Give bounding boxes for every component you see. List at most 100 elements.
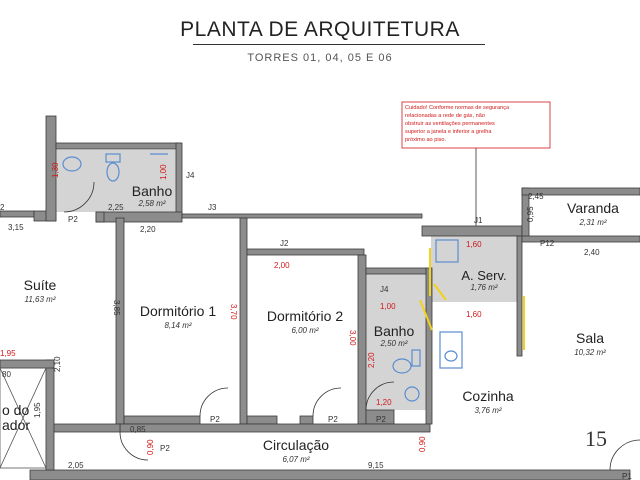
doors [63, 181, 640, 471]
door-arc [365, 381, 395, 411]
element-codes: P2 P2 P2 P2 P2 P12 P1 J1 J2 J3 J4 J4 2 [0, 171, 632, 480]
wall [115, 217, 125, 425]
room-name-varanda: Varanda [567, 200, 619, 216]
dimensions: 3,15 2,25 2,20 3,85 0,85 2,05 9,15 2,45 … [2, 192, 600, 470]
dimension-label: 2,45 [528, 192, 544, 201]
code-label: 2 [0, 203, 5, 212]
door-arc [312, 387, 342, 417]
title-underline [193, 44, 485, 45]
warning-line: relacionadas a rede de gás, não [405, 113, 485, 119]
warning-line: Cuidado! Conforme normas de segurança [405, 105, 510, 111]
sink-icon [62, 156, 82, 172]
page-subtitle: TORRES 01, 04, 05 E 06 [247, 52, 393, 64]
room-name-banho-suite: Banho [132, 183, 173, 199]
dimension-label: 2,25 [108, 203, 124, 212]
dimension-label-red: 1,20 [376, 398, 392, 407]
gas-warning: Cuidado! Conforme normas de segurança re… [401, 101, 551, 149]
room-area-dormitorio-2: 6,00 m² [291, 326, 318, 335]
wall [175, 142, 183, 219]
room-name-area-servico: A. Serv. [461, 268, 506, 283]
room-name-dormitorio-1: Dormitório 1 [140, 303, 216, 319]
dimension-label: 3,15 [8, 223, 24, 232]
dimensions-red: 1,30 1,00 2,00 3,70 3,00 1,00 2,20 1,20 … [0, 162, 482, 455]
toilet-tank-icon [105, 153, 121, 163]
room-name-banho: Banho [374, 323, 415, 339]
code-label: P1 [622, 472, 632, 480]
room-name-circulacao: Circulação [263, 437, 329, 453]
dimension-label-red: 1,00 [380, 302, 396, 311]
fixtures [62, 153, 463, 402]
wall [181, 213, 423, 219]
wall [55, 142, 181, 150]
dimension-label-red: 2,20 [367, 352, 376, 368]
wall [521, 235, 640, 243]
wall [239, 217, 248, 425]
dimension-label: 3,85 [112, 300, 121, 316]
room-area-area-servico: 1,76 m² [470, 283, 497, 292]
wall [246, 248, 365, 256]
door-arc [63, 181, 95, 213]
kitchen-sink-icon [439, 331, 463, 369]
wall [29, 469, 631, 480]
warning-box [401, 101, 551, 149]
wall [119, 423, 431, 433]
wall [45, 359, 55, 471]
door-arc [119, 431, 149, 461]
sink-icon [404, 386, 420, 402]
room-name-suite: Suíte [24, 277, 57, 293]
room-area-varanda: 2,31 m² [578, 218, 606, 227]
page-title: PLANTA DE ARQUITETURA [180, 18, 460, 41]
dimension-label-red: 1,60 [466, 310, 482, 319]
dimension-label-red: 1,00 [159, 164, 168, 180]
walls [0, 115, 640, 480]
room-area-banho-suite: 2,58 m² [137, 199, 165, 208]
shaft-cross [0, 367, 47, 469]
wall [299, 415, 314, 425]
dimension-label: 2,05 [68, 461, 84, 470]
room-area-suite: 11,63 m² [25, 295, 56, 304]
dimension-label: 0,85 [130, 425, 146, 434]
code-label: J4 [380, 285, 389, 294]
wall [0, 359, 55, 369]
toilet-icon [106, 162, 120, 182]
shaft-outline [0, 367, 47, 469]
code-label: J1 [474, 216, 483, 225]
code-label: P2 [68, 215, 78, 224]
banho-suite-floor [56, 150, 176, 212]
code-label: P2 [376, 415, 386, 424]
kitchen-sink-bowl-icon [444, 350, 458, 362]
tank-icon [435, 239, 459, 263]
wall [365, 267, 427, 275]
unit-number: 15 [585, 426, 607, 451]
wall [246, 415, 278, 425]
dimension-label: 2,20 [140, 225, 156, 234]
dimension-label-red: 0,90 [418, 436, 427, 452]
dimension-label: 0,95 [526, 206, 535, 222]
window-diagonal [433, 283, 447, 301]
room-name-sala: Sala [576, 330, 604, 346]
dimension-label-red: 1,95 [0, 349, 16, 358]
wall [45, 115, 57, 222]
wall [357, 254, 367, 425]
room-labels: Suíte 11,63 m² Banho 2,58 m² Dormitório … [2, 183, 619, 464]
code-label: P2 [160, 444, 170, 453]
code-label: P2 [328, 415, 338, 424]
dimension-label: 9,15 [368, 461, 384, 470]
servico-floor [431, 236, 517, 302]
shaft [0, 367, 47, 469]
room-name-shaft-partial: ador [2, 417, 30, 433]
room-name-shaft-partial: o do [2, 402, 29, 418]
door-arc [199, 387, 229, 417]
code-label: J4 [186, 171, 195, 180]
toilet-tank-icon [411, 349, 421, 367]
code-label: J2 [280, 239, 289, 248]
warning-line: próximo ao piso. [405, 137, 446, 143]
window-banho [419, 299, 433, 331]
warning-line: obstruir as ventilações permanentes [405, 121, 495, 127]
room-area-banho: 2,50 m² [379, 339, 407, 348]
room-area-circulacao: 6,07 m² [282, 455, 309, 464]
room-area-dormitorio-1: 8,14 m² [164, 321, 191, 330]
wall [521, 187, 640, 196]
dimension-label-red: 3,00 [348, 330, 357, 346]
